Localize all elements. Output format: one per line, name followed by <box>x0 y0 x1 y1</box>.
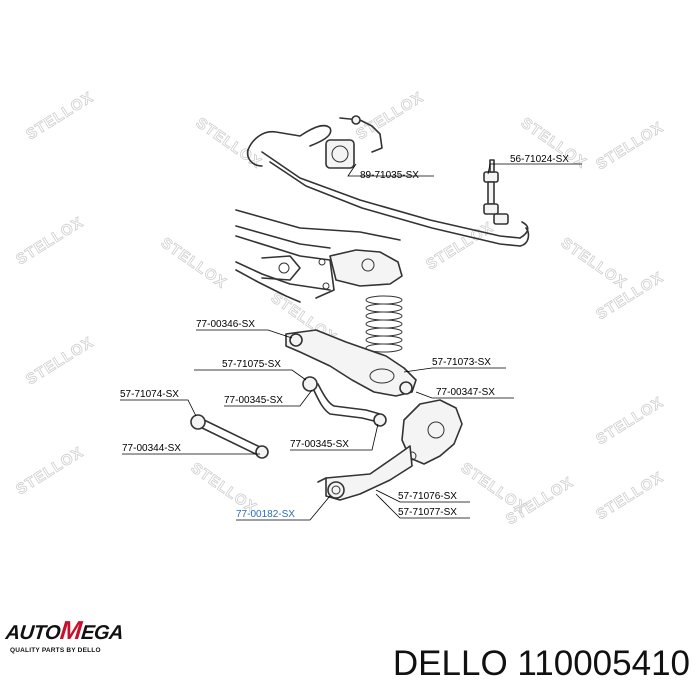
part-label-highlighted: 77-00182-SX <box>236 509 295 520</box>
brand-tagline: QUALITY PARTS BY DELLO <box>10 647 101 654</box>
watermark-text: STELLOX <box>593 119 667 174</box>
stabilizer-link <box>483 159 509 225</box>
brand-name-suffix: EGA <box>80 622 125 644</box>
part-number-title: DELLO 110005410 <box>392 644 690 683</box>
part-label: 57-71073-SX <box>432 357 491 368</box>
watermark-text: STELLOX <box>13 214 87 269</box>
stabilizer-bushing <box>325 115 383 169</box>
part-label: 77-00347-SX <box>436 387 495 398</box>
part-label: 57-71077-SX <box>398 507 457 518</box>
watermark-text: STELLOX <box>593 469 667 524</box>
part-label: 57-71074-SX <box>120 389 179 400</box>
part-labels: 89-71035-SX 56-71024-SX 77-00346-SX 57-7… <box>120 154 569 520</box>
leader-lines <box>120 163 582 521</box>
part-label: 57-71075-SX <box>222 359 281 370</box>
coil-spring <box>365 295 403 353</box>
brand-name-prefix: AUTO <box>4 622 62 644</box>
part-label: 56-71024-SX <box>510 154 569 165</box>
stabilizer-bar <box>246 124 530 247</box>
upper-curved-arm <box>302 376 387 427</box>
watermark-text: STELLOX <box>593 394 667 449</box>
knuckle <box>401 399 463 465</box>
watermark-text: STELLOX <box>13 444 87 499</box>
watermark-text: STELLOX <box>158 234 230 292</box>
part-label: 89-71035-SX <box>360 170 419 181</box>
subframe <box>235 209 403 303</box>
lower-spring-arm <box>285 329 417 397</box>
lateral-link <box>190 414 269 459</box>
trailing-arm <box>317 445 413 501</box>
watermark-text: STELLOX <box>23 89 97 144</box>
watermark-text: STELLOX <box>353 89 427 144</box>
part-label: 77-00346-SX <box>196 319 255 330</box>
part-label: 77-00345-SX <box>290 439 349 450</box>
watermark-text: STELLOX <box>23 334 97 389</box>
part-label: 57-71076-SX <box>398 491 457 502</box>
watermark-text: STELLOX <box>558 234 630 292</box>
part-label: 77-00344-SX <box>122 443 181 454</box>
part-label: 77-00345-SX <box>224 395 283 406</box>
automega-logo: AUTOMEGA QUALITY PARTS BY DELLO <box>4 615 152 685</box>
